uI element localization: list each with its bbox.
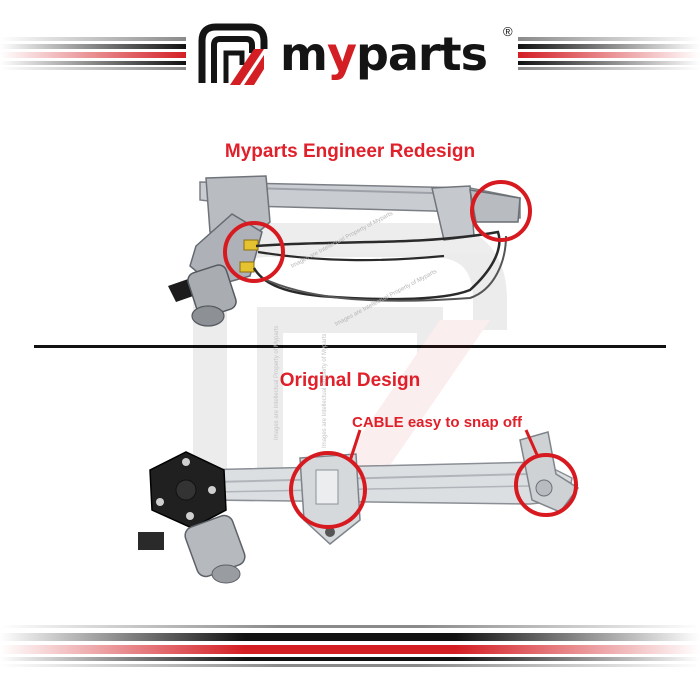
- cable-callout: CABLE easy to snap off: [352, 414, 523, 431]
- original-title: Original Design: [279, 370, 421, 391]
- background-watermark-icon: [193, 223, 507, 480]
- red-circle-highlight: [223, 221, 285, 283]
- brand-logo: myparts: [196, 14, 488, 94]
- redesign-regulator-image: Images are Intellectual Property of Mypa…: [168, 175, 532, 448]
- footer-stripes: [0, 625, 700, 667]
- red-circle-highlight: [514, 453, 578, 517]
- red-circle-highlight: [289, 451, 367, 529]
- section-divider: [34, 345, 666, 348]
- image-watermark-text: Images are Intellectual Property of Mypa…: [274, 326, 280, 440]
- registered-mark: ®: [503, 24, 513, 39]
- brand-wordmark: myparts: [280, 27, 488, 81]
- red-circle-highlight: [470, 180, 532, 242]
- image-watermark-text: Images are Intellectual Property of Mypa…: [322, 334, 328, 448]
- redesign-title: Myparts Engineer Redesign: [224, 141, 476, 162]
- original-regulator-image: [138, 429, 580, 584]
- header-stripes-left: [0, 37, 186, 71]
- header-stripes-right: [518, 37, 700, 71]
- myparts-logo-icon: [198, 23, 268, 85]
